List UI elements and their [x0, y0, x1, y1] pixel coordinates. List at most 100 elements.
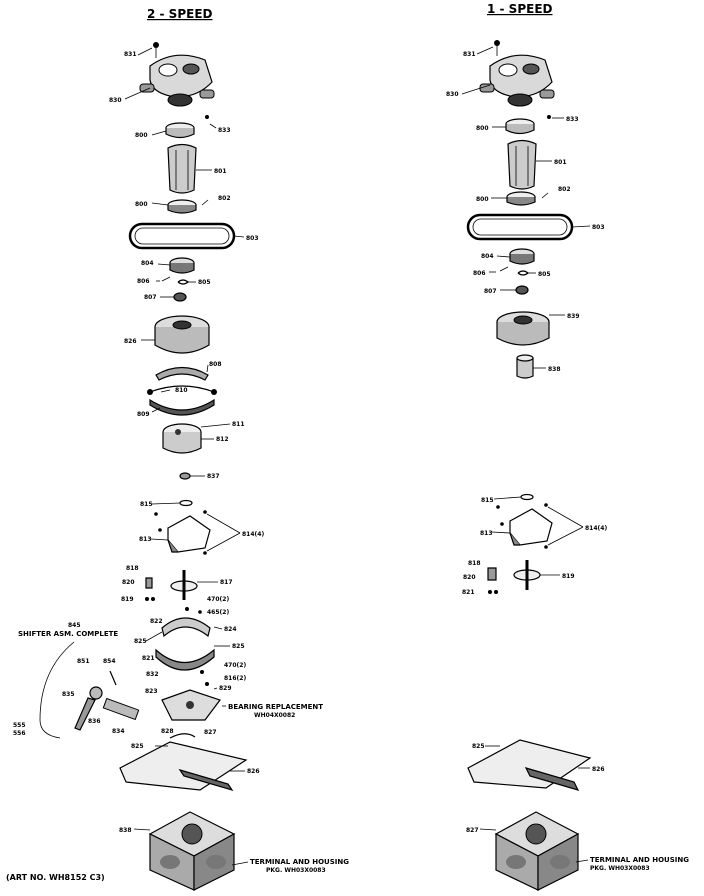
label-813: 813	[139, 536, 152, 543]
base-plate-826-right	[467, 739, 592, 791]
label-470-bottom: 470(2)	[224, 662, 246, 669]
r-label-830: 830	[446, 91, 459, 98]
r-label-818: 818	[468, 560, 481, 567]
label-807: 807	[144, 294, 157, 301]
bracket-813-right	[509, 508, 553, 546]
shifter-label: SHIFTER ASM. COMPLETE	[18, 630, 118, 638]
terminal-right-line2: PKG. WH03X0083	[590, 865, 650, 872]
r-label-820: 820	[463, 574, 476, 581]
clutch-drum-826	[154, 315, 210, 354]
r-label-827: 827	[466, 827, 479, 834]
belt-803	[128, 222, 236, 250]
label-470-top: 470(2)	[207, 596, 229, 603]
label-802: 802	[218, 195, 231, 202]
label-555: 555	[13, 722, 26, 729]
gear-ring-824	[155, 617, 215, 671]
label-804: 804	[141, 260, 154, 267]
label-837: 837	[207, 473, 220, 480]
label-835: 835	[62, 691, 75, 698]
label-809: 809	[137, 411, 150, 418]
r-label-801: 801	[554, 159, 567, 166]
belt-803-right	[466, 213, 574, 241]
label-829: 829	[219, 685, 232, 692]
terminal-left-line2: PKG. WH03X0083	[266, 867, 326, 874]
label-820: 820	[122, 579, 135, 586]
label-825-a: 825	[134, 638, 147, 645]
terminal-right-line1: TERMINAL AND HOUSING	[590, 856, 689, 864]
label-832: 832	[146, 671, 159, 678]
r-label-821: 821	[462, 589, 475, 596]
label-825-b: 825	[232, 643, 245, 650]
label-826-b: 826	[247, 768, 260, 775]
sleeve-801	[167, 143, 197, 194]
label-828-small: 828	[161, 728, 174, 735]
r-label-802: 802	[558, 186, 571, 193]
label-822: 822	[150, 618, 163, 625]
right-assembly	[466, 40, 592, 891]
r-label-819: 819	[562, 573, 575, 580]
label-812: 812	[216, 436, 229, 443]
r-label-826: 826	[592, 766, 605, 773]
label-838: 838	[119, 827, 132, 834]
label-808: 808	[209, 361, 222, 368]
art-number: (ART NO. WH8152 C3)	[6, 873, 105, 882]
r-label-807: 807	[484, 288, 497, 295]
right-part-labels: 831 830 833 800 801 800 802 803 804 806 …	[446, 51, 607, 834]
label-801: 801	[214, 168, 227, 175]
label-811: 811	[232, 421, 245, 428]
right-leader-lines	[461, 46, 591, 863]
shifter-number: 845	[68, 622, 81, 629]
label-834: 834	[112, 728, 125, 735]
r-label-831: 831	[463, 51, 476, 58]
clutch-hub-812	[162, 423, 202, 454]
label-826: 826	[124, 338, 137, 345]
r-label-806: 806	[473, 270, 486, 277]
left-part-labels: 831 830 833 800 801 800 802 803 804 806 …	[13, 51, 264, 834]
left-leader-lines	[39, 47, 249, 866]
label-817: 817	[220, 579, 233, 586]
r-label-803: 803	[592, 224, 605, 231]
label-819: 819	[121, 596, 134, 603]
r-label-815: 815	[481, 497, 494, 504]
r-label-833: 833	[566, 116, 579, 123]
r-label-800-bottom: 800	[476, 196, 489, 203]
left-assembly	[74, 42, 248, 891]
label-827: 827	[204, 729, 217, 736]
terminal-left-line1: TERMINAL AND HOUSING	[250, 858, 349, 866]
label-854: 854	[103, 658, 116, 665]
bearing-part: WH04X0082	[254, 712, 295, 719]
bearing-label: BEARING REPLACEMENT	[228, 703, 323, 711]
header-two-speed: 2 - SPEED	[147, 7, 213, 21]
label-851: 851	[77, 658, 90, 665]
r-label-813: 813	[480, 530, 493, 537]
label-800-top: 800	[135, 132, 148, 139]
screw-831	[153, 42, 159, 58]
label-815: 815	[140, 501, 153, 508]
label-816: 816(2)	[224, 675, 246, 682]
motor-827-right	[494, 811, 580, 891]
label-824: 824	[224, 626, 237, 633]
label-810: 810	[175, 387, 188, 394]
label-818: 818	[126, 565, 139, 572]
label-830: 830	[109, 97, 122, 104]
motor-838	[148, 811, 236, 891]
label-805: 805	[198, 279, 211, 286]
label-833: 833	[218, 127, 231, 134]
header-one-speed: 1 - SPEED	[487, 2, 553, 16]
pump-830-right	[479, 54, 555, 107]
bracket-813	[167, 515, 211, 553]
sleeve-801-right	[507, 139, 537, 190]
r-label-814: 814(4)	[585, 525, 607, 532]
label-556: 556	[13, 730, 26, 737]
label-836: 836	[88, 718, 101, 725]
r-label-804: 804	[481, 253, 494, 260]
label-465: 465(2)	[207, 609, 229, 616]
pump-830	[139, 54, 215, 107]
r-label-839: 839	[567, 313, 580, 320]
plate-829	[161, 689, 221, 721]
label-806: 806	[137, 278, 150, 285]
r-label-805: 805	[538, 271, 551, 278]
label-831: 831	[124, 51, 137, 58]
r-label-825: 825	[472, 743, 485, 750]
pulley-839-right	[496, 311, 550, 346]
